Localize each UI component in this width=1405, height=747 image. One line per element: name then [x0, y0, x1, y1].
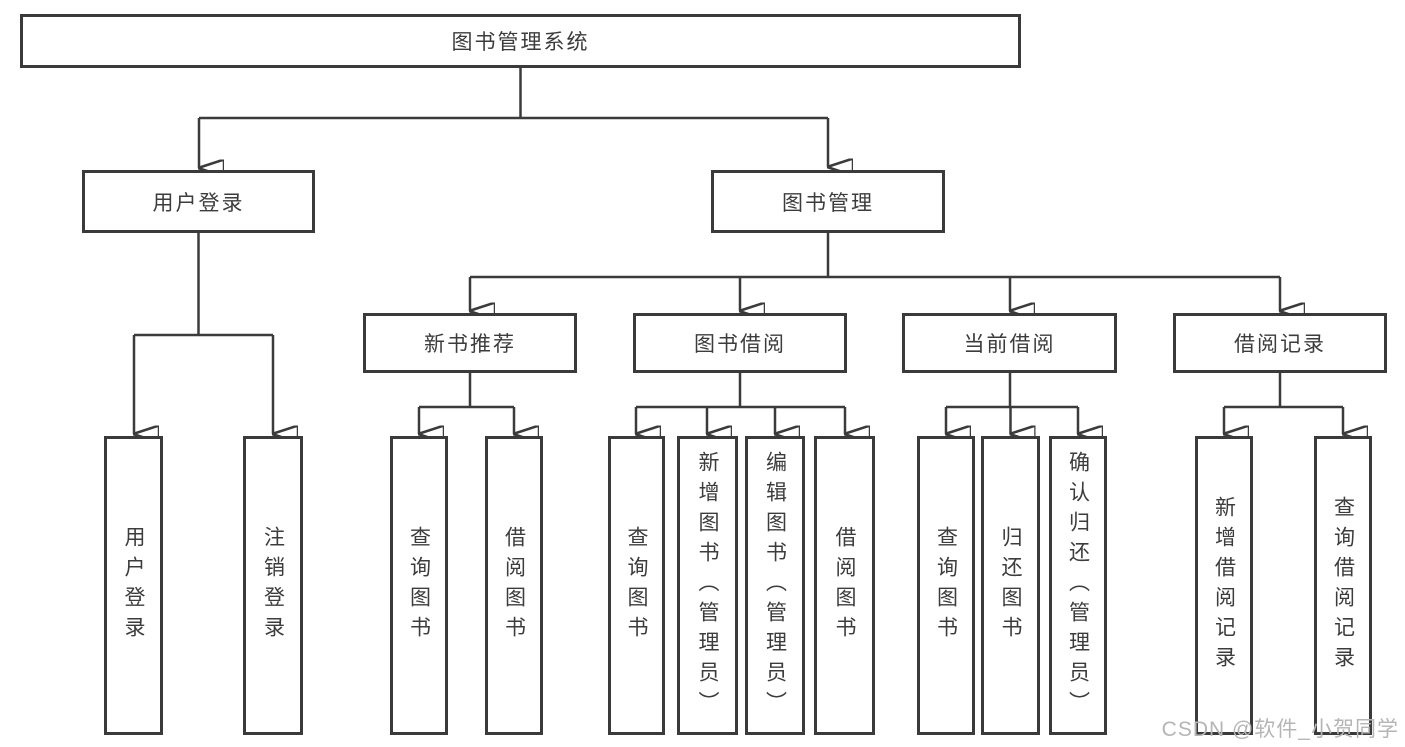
leaf-edit-book-admin: 编辑图书（管理员） — [745, 436, 805, 735]
leaf-borrow-books-recommend: 借阅图书 — [485, 436, 543, 735]
connector-new-book-skeleton — [419, 373, 514, 409]
leaf-return-book: 归还图书 — [981, 436, 1040, 735]
leaf-query-books-recommend-label: 查询图书 — [407, 525, 431, 646]
connector-book-management-skeleton — [470, 233, 1280, 279]
leaf-query-books-current: 查询图书 — [917, 436, 975, 735]
leaf-add-book-admin-label: 新增图书（管理员） — [696, 450, 720, 721]
node-borrow-records: 借阅记录 — [1173, 313, 1387, 373]
leaf-borrow-books-recommend-label: 借阅图书 — [502, 525, 526, 646]
leaf-query-books-borrow-label: 查询图书 — [625, 525, 649, 646]
leaf-add-borrow-record-label: 新增借阅记录 — [1212, 495, 1236, 676]
leaf-edit-book-admin-label: 编辑图书（管理员） — [763, 450, 787, 721]
leaf-borrow-books: 借阅图书 — [814, 436, 875, 735]
leaf-logout-label: 注销登录 — [261, 525, 285, 646]
node-book-borrow: 图书借阅 — [633, 313, 847, 373]
leaf-logout: 注销登录 — [243, 436, 303, 735]
leaf-user-login: 用户登录 — [104, 436, 163, 735]
leaf-confirm-return-admin-label: 确认归还（管理员） — [1066, 450, 1090, 721]
leaf-confirm-return-admin: 确认归还（管理员） — [1049, 436, 1107, 735]
leaf-add-borrow-record: 新增借阅记录 — [1195, 436, 1253, 735]
connector-book-borrow-skeleton — [636, 373, 845, 409]
leaf-query-borrow-record: 查询借阅记录 — [1314, 436, 1372, 735]
leaf-query-books-recommend: 查询图书 — [390, 436, 448, 735]
connector-borrow-records-skeleton — [1224, 373, 1343, 409]
node-user-login: 用户登录 — [82, 170, 315, 233]
leaf-query-borrow-record-label: 查询借阅记录 — [1331, 495, 1355, 676]
node-root-library-system: 图书管理系统 — [20, 14, 1021, 68]
node-current-borrow: 当前借阅 — [902, 313, 1117, 373]
csdn-watermark: CSDN @软件_小贺同学 — [1161, 718, 1399, 741]
leaf-return-book-label: 归还图书 — [999, 525, 1023, 646]
node-book-management: 图书管理 — [711, 170, 945, 233]
leaf-borrow-books-label: 借阅图书 — [833, 525, 857, 646]
connector-user-login-skeleton — [134, 233, 273, 337]
leaf-add-book-admin: 新增图书（管理员） — [677, 436, 738, 735]
leaf-user-login-label: 用户登录 — [122, 525, 146, 646]
leaf-query-books-borrow: 查询图书 — [608, 436, 665, 735]
leaf-query-books-current-label: 查询图书 — [934, 525, 958, 646]
connector-current-borrow-skeleton — [946, 373, 1078, 409]
connector-root-skeleton — [199, 68, 828, 120]
node-new-book-recommend: 新书推荐 — [363, 313, 577, 373]
